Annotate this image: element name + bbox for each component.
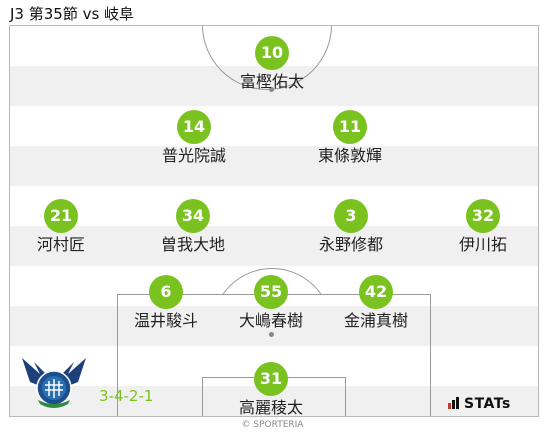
player-number: 34 [176, 199, 210, 233]
player-number: 21 [44, 199, 78, 233]
player-number: 55 [254, 275, 288, 309]
stats-brand: STATs [464, 396, 511, 412]
player-number: 6 [149, 275, 183, 309]
player-am-left: 14 普光院誠 [139, 110, 249, 166]
pitch-stripe [10, 226, 538, 266]
player-number: 31 [254, 362, 288, 396]
player-number: 32 [466, 199, 500, 233]
player-mf-3: 3 永野修都 [296, 199, 406, 255]
player-mf-2: 34 曽我大地 [138, 199, 248, 255]
player-name: 金浦真樹 [343, 311, 408, 330]
player-am-right: 11 東條敦輝 [295, 110, 405, 166]
player-number: 3 [334, 199, 368, 233]
player-name: 富樫佑太 [239, 72, 304, 91]
pitch-stripe [10, 306, 538, 346]
player-name: 大嶋春樹 [238, 311, 303, 330]
player-name: 普光院誠 [161, 146, 226, 165]
stats-logo: STATs [448, 396, 511, 413]
player-name: 温井駿斗 [133, 311, 198, 330]
player-name: 永野修都 [318, 235, 383, 254]
page-title: J3 第35節 vs 岐阜 [10, 5, 135, 23]
player-name: 曽我大地 [160, 235, 225, 254]
team-emblem-icon [22, 358, 86, 408]
penalty-spot [269, 332, 274, 337]
pitch-stripe [10, 146, 538, 186]
formation-label: 3-4-2-1 [99, 387, 154, 405]
player-name: 高麗稜太 [238, 398, 303, 417]
player-name: 伊川拓 [458, 235, 507, 254]
player-gk: 31 高麗稜太 [216, 362, 326, 418]
player-name: 東條敦輝 [317, 146, 382, 165]
player-df-1: 6 温井駿斗 [111, 275, 221, 331]
player-name: 河村匠 [36, 235, 85, 254]
copyright: © SPORTERIA [241, 420, 304, 430]
player-fw: 10 富樫佑太 [217, 36, 327, 92]
player-number: 11 [333, 110, 367, 144]
player-number: 42 [359, 275, 393, 309]
player-number: 10 [255, 36, 289, 70]
player-df-3: 42 金浦真樹 [321, 275, 431, 331]
player-mf-1: 21 河村匠 [6, 199, 116, 255]
player-df-2: 55 大嶋春樹 [216, 275, 326, 331]
player-mf-4: 32 伊川拓 [428, 199, 538, 255]
center-spot-top [269, 87, 274, 92]
player-number: 14 [177, 110, 211, 144]
stats-bars-icon [448, 397, 460, 413]
